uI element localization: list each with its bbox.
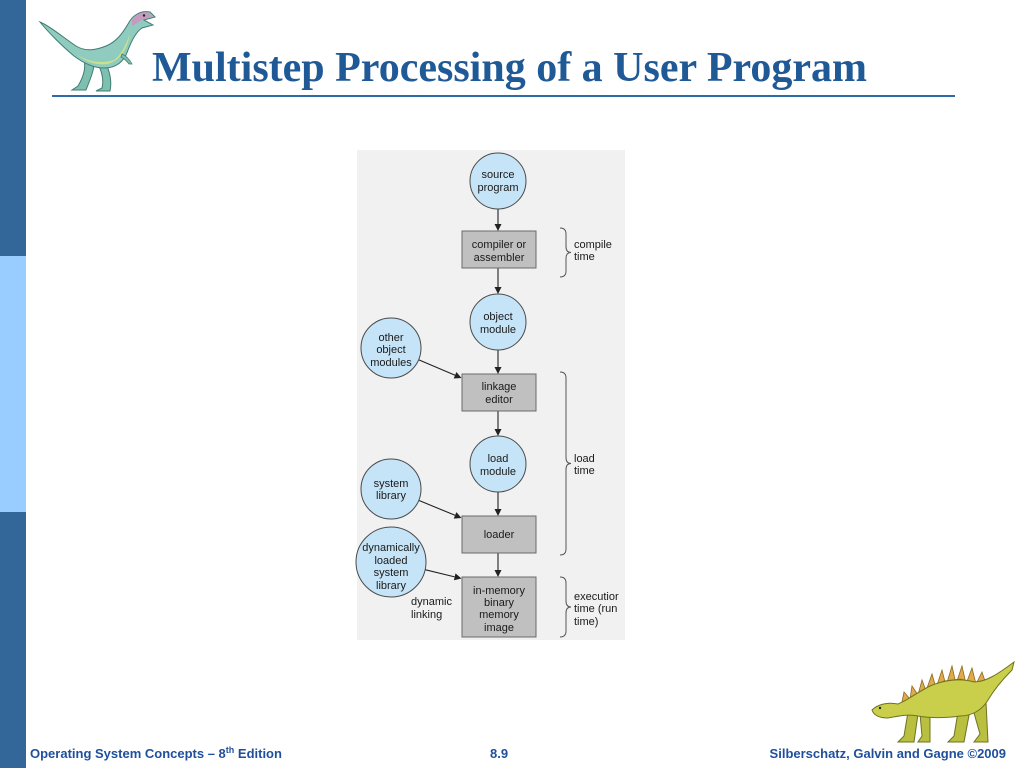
node-label-line: compiler or — [472, 239, 527, 251]
node-label-line: modules — [370, 357, 412, 369]
node-label-line: in-memory — [473, 585, 525, 597]
node-label-line: object — [483, 311, 512, 323]
arrow-dynamic-library-to-memory-image — [424, 569, 462, 581]
arrow-load-module-to-loader — [494, 492, 502, 516]
load-time-brace — [559, 371, 572, 556]
dynamic-linking-label: dynamic linking — [411, 596, 452, 621]
node-label-line: binary — [484, 597, 514, 609]
multistep-processing-diagram: compile time load time executior time (r… — [355, 150, 625, 640]
compile-time-label-line: time — [574, 251, 595, 263]
compile-time-label: compile time — [574, 239, 612, 263]
load-time-label-line: time — [574, 465, 595, 477]
dynamic-linking-label-line: linking — [411, 609, 442, 621]
other-object-modules-node: other object modules — [360, 317, 422, 379]
dinosaur-eye — [142, 14, 146, 17]
page-number: 8.9 — [490, 746, 509, 761]
arrow-system-library-to-loader — [418, 499, 462, 519]
arrow-linkage-editor-to-load-module — [494, 411, 502, 436]
loader-node: loader — [461, 515, 537, 554]
linkage-editor-node: linkage editor — [461, 373, 537, 412]
dinosaur-leg-front-left — [896, 711, 919, 743]
dynamically-loaded-system-library-node: dynamically loaded system library — [355, 526, 427, 598]
source-program-node: source program — [469, 152, 527, 210]
compile-time-label-line: compile — [574, 239, 612, 251]
in-memory-binary-image-node: in-memory binary memory image — [461, 576, 537, 638]
execution-time-label: executior time (run time) — [574, 591, 619, 628]
dinosaur-leg-front — [95, 63, 112, 92]
compile-time-brace — [559, 227, 572, 278]
node-label-line: load — [488, 453, 509, 465]
node-label-line: assembler — [474, 252, 525, 264]
node-label-line: module — [480, 324, 516, 336]
arrow-object-module-to-linkage-editor — [494, 350, 502, 374]
footer-book-title-text: Operating System Concepts – 8 — [30, 746, 226, 761]
dinosaur-body — [38, 11, 156, 69]
load-time-label-line: load — [574, 453, 595, 465]
footer-edition-superscript: th — [225, 745, 235, 755]
dinosaur-icon — [871, 660, 1015, 743]
node-label-line: linkage — [482, 381, 517, 393]
node-label-line: loader — [484, 529, 515, 541]
footer-book-title: Operating System Concepts – 8th Edition — [30, 746, 282, 762]
compiler-or-assembler-node: compiler or assembler — [461, 230, 537, 269]
system-library-node: system library — [360, 458, 422, 520]
node-label-line: dynamically — [362, 542, 420, 554]
title-underline — [52, 95, 955, 97]
node-label-line: system — [374, 478, 409, 490]
node-label-line: loaded — [374, 555, 407, 567]
node-label-line: editor — [485, 394, 513, 406]
slide-title: Multistep Processing of a User Program — [152, 45, 868, 91]
footer-copyright: Silberschatz, Galvin and Gagne ©2009 — [769, 746, 1006, 761]
object-module-node: object module — [469, 293, 527, 351]
dinosaur-body — [871, 660, 1015, 719]
dinosaur-eye — [878, 706, 882, 710]
node-label-line: source — [481, 169, 514, 181]
node-label-line: module — [480, 466, 516, 478]
sidebar-segment-bottom — [0, 512, 26, 768]
node-label-line: library — [376, 580, 406, 592]
node-label-line: other — [378, 332, 403, 344]
arrow-loader-to-memory-image — [494, 553, 502, 577]
dynamic-linking-label-line: dynamic — [411, 596, 452, 608]
node-label-line: library — [376, 490, 406, 502]
dinosaur-leg-front-right — [917, 713, 931, 743]
node-label-line: memory — [479, 609, 519, 621]
footer-edition-suffix: Edition — [234, 746, 282, 761]
dinosaur-head-patch — [132, 12, 153, 26]
execution-time-label-line: time (run — [574, 603, 617, 615]
load-time-label: load time — [574, 453, 595, 477]
arrow-compiler-to-object-module — [494, 268, 502, 294]
dinosaur-arm — [120, 53, 133, 65]
load-module-node: load module — [469, 435, 527, 493]
sidebar-accent-bar — [0, 0, 26, 768]
dinosaur-icon — [38, 11, 156, 92]
arrow-other-modules-to-linkage-editor — [418, 359, 462, 379]
arrow-source-to-compiler — [494, 209, 502, 231]
node-label-line: image — [484, 622, 514, 634]
node-label-line: object — [376, 344, 405, 356]
node-label-line: program — [478, 182, 519, 194]
execution-time-label-line: time) — [574, 616, 598, 628]
sidebar-segment-top — [0, 0, 26, 256]
dinosaur-leg-back — [70, 59, 95, 91]
node-label-line: system — [374, 567, 409, 579]
sidebar-segment-middle — [0, 256, 26, 512]
execution-time-label-line: executior — [574, 591, 619, 603]
execution-time-brace — [559, 576, 572, 638]
